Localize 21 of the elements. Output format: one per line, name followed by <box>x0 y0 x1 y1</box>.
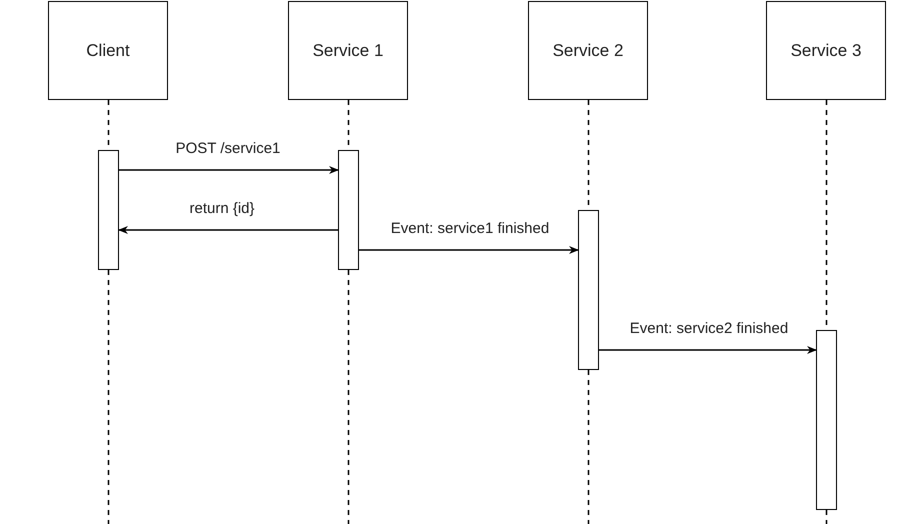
participant-name: Service 1 <box>312 40 384 60</box>
lifeline <box>826 510 828 524</box>
activation-bar <box>98 150 119 270</box>
lifeline <box>588 370 590 524</box>
message-arrow <box>599 346 817 354</box>
participant-box <box>288 1 408 100</box>
participant-name: Service 2 <box>552 40 624 60</box>
activation-bar <box>338 150 359 270</box>
activation-bar <box>578 210 599 370</box>
message-label: return {id} <box>188 200 256 218</box>
participant-name: Client <box>86 40 130 60</box>
activation-bar <box>816 330 837 510</box>
participant-box <box>766 1 886 100</box>
lifeline <box>108 270 110 524</box>
participant-box <box>528 1 648 100</box>
lifeline <box>348 270 350 524</box>
participant-name: Service 3 <box>790 40 862 60</box>
participant-box <box>48 1 168 100</box>
message-arrow <box>119 166 339 174</box>
message-arrow <box>359 246 579 254</box>
message-arrow <box>118 226 338 234</box>
